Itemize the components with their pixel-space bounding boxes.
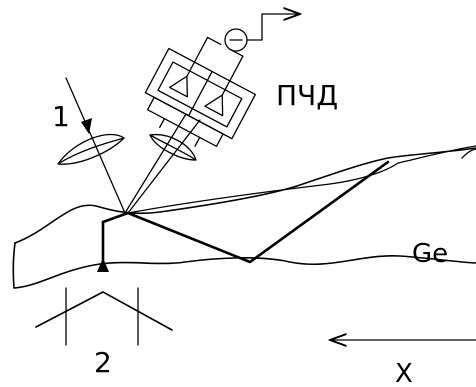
amplifier-right-icon [204,94,224,117]
reflected-ray-1 [124,113,187,214]
crystal-top-face-back [127,162,399,214]
output-signal-arrow [246,14,300,41]
reflected-ray-2 [127,119,201,214]
label-beam-1: 1 [52,100,70,133]
label-x-axis: X [395,359,413,387]
support-2 [35,287,173,346]
upward-arrow-marker [97,258,109,272]
label-detector: ПЧД [276,79,338,112]
crystal-upper-edge [14,147,476,244]
lens-right [149,133,197,161]
crystal-right-face [397,145,476,164]
incident-beam-arrowhead [81,118,92,134]
amplifier-left-icon [168,75,188,98]
detector-base [146,96,224,147]
incident-beam [65,77,126,214]
crystal-body [12,145,476,289]
label-material: Ge [412,239,448,269]
crystal-left-end [12,242,16,289]
crystal-edge-line [461,148,476,159]
detector-assembly [144,14,300,147]
lens-left [57,133,125,165]
beam-path-internal [101,160,390,264]
label-support-2: 2 [94,346,112,379]
